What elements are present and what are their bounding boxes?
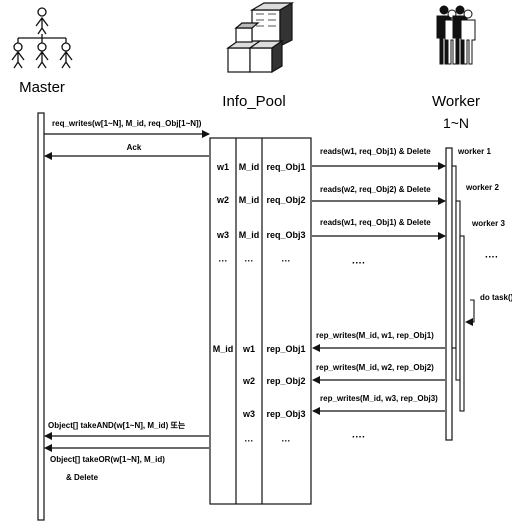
pool-cell: ··· [245, 436, 254, 446]
org-chart-icon [12, 8, 72, 68]
message-rep-writes-3: rep_writes(M_id, w3, rep_Obj3) [320, 394, 438, 403]
actor-worker-range: 1~N [443, 115, 469, 131]
message-req-writes: req_writes(w[1~N], M_id, req_Obj[1~N]) [52, 119, 202, 128]
pool-cell: req_Obj1 [266, 162, 305, 172]
info-pool-table [210, 138, 311, 504]
arrow-do-task [466, 300, 474, 322]
pool-cell: w1 [242, 344, 255, 354]
pool-cell: M_id [239, 162, 260, 172]
worker-label-3: worker 3 [471, 219, 505, 228]
pool-cell: rep_Obj1 [266, 344, 305, 354]
pool-cell: ··· [282, 256, 291, 266]
worker-label-2: worker 2 [465, 183, 499, 192]
pool-cell: w3 [242, 409, 255, 419]
actor-master-label: Master [19, 79, 65, 96]
worker-activation [460, 236, 464, 411]
pool-cell: M_id [213, 344, 234, 354]
ellipsis-workers: ···· [485, 252, 498, 263]
actor-worker-label: Worker [432, 93, 480, 110]
pool-cell: ··· [219, 256, 228, 266]
pool-cell: w2 [242, 376, 255, 386]
ellipsis-rep-writes: ···· [352, 432, 365, 443]
worker-activation [456, 201, 460, 380]
message-take-and: Object[] takeAND(w[1~N], M_id) 또는 [48, 421, 186, 430]
message-reads-2: reads(w2, req_Obj2) & Delete [320, 185, 431, 194]
pool-cell: M_id [239, 230, 260, 240]
worker-lifeline [446, 148, 452, 440]
pool-cell: req_Obj3 [266, 230, 305, 240]
pool-cell: ··· [282, 436, 291, 446]
message-reads-3: reads(w1, req_Obj1) & Delete [320, 218, 431, 227]
pool-cell: ··· [245, 256, 254, 266]
do-task-label: do task() [480, 293, 512, 302]
cube-stack-icon [228, 3, 292, 72]
pool-cell: req_Obj2 [266, 195, 305, 205]
worker-activation [452, 166, 456, 348]
pool-cell: w1 [216, 162, 229, 172]
message-rep-writes-1: rep_writes(M_id, w1, rep_Obj1) [316, 331, 434, 340]
actor-info-pool-label: Info_Pool [222, 93, 285, 110]
pool-cell: w3 [216, 230, 229, 240]
pool-cell: rep_Obj2 [266, 376, 305, 386]
worker-group-icon [437, 6, 475, 64]
message-ack: Ack [127, 143, 142, 152]
message-rep-writes-2: rep_writes(M_id, w2, rep_Obj2) [316, 363, 434, 372]
message-take-or-delete: & Delete [66, 473, 99, 482]
ellipsis-reads: ···· [352, 258, 365, 269]
master-lifeline [38, 113, 44, 520]
worker-label-1: worker 1 [457, 147, 491, 156]
pool-cell: w2 [216, 195, 229, 205]
message-reads-1: reads(w1, req_Obj1) & Delete [320, 147, 431, 156]
pool-cell: rep_Obj3 [266, 409, 305, 419]
message-take-or: Object[] takeOR(w[1~N], M_id) [50, 455, 165, 464]
pool-cell: M_id [239, 195, 260, 205]
